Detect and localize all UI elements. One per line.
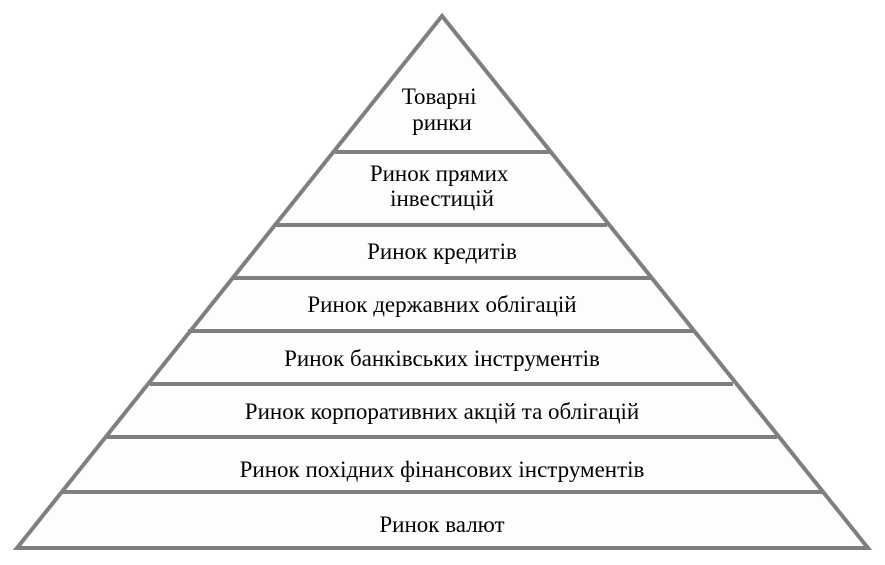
pyramid-body xyxy=(12,12,873,550)
level-label-currency-market: Ринок валют xyxy=(379,512,504,537)
level-label-commodity-markets: Товарні ринки xyxy=(402,84,483,135)
level-label-line: Ринок валют xyxy=(379,512,504,537)
level-label-line: ринки xyxy=(412,110,472,135)
level-label-line: Ринок прямих xyxy=(370,161,509,186)
level-label-line: Ринок державних облігацій xyxy=(307,292,576,317)
level-label-derivatives: Ринок похідних фінансових інструментів xyxy=(240,457,645,482)
level-label-corporate-stocks-bonds: Ринок корпоративних акцій та облігацій xyxy=(245,399,639,424)
level-label-line: Ринок корпоративних акцій та облігацій xyxy=(245,399,639,424)
level-label-line: Ринок похідних фінансових інструментів xyxy=(240,457,645,482)
level-label-line: Товарні xyxy=(402,84,477,109)
level-label-line: Ринок кредитів xyxy=(367,239,517,264)
level-label-line: Ринок банківських інструментів xyxy=(284,346,600,371)
level-label-direct-investment: Ринок прямих інвестицій xyxy=(370,161,514,211)
level-label-line: інвестицій xyxy=(390,186,494,211)
level-label-banking-instruments: Ринок банківських інструментів xyxy=(284,346,600,371)
level-label-government-bonds: Ринок державних облігацій xyxy=(307,292,576,317)
level-label-credit-market: Ринок кредитів xyxy=(367,239,517,264)
